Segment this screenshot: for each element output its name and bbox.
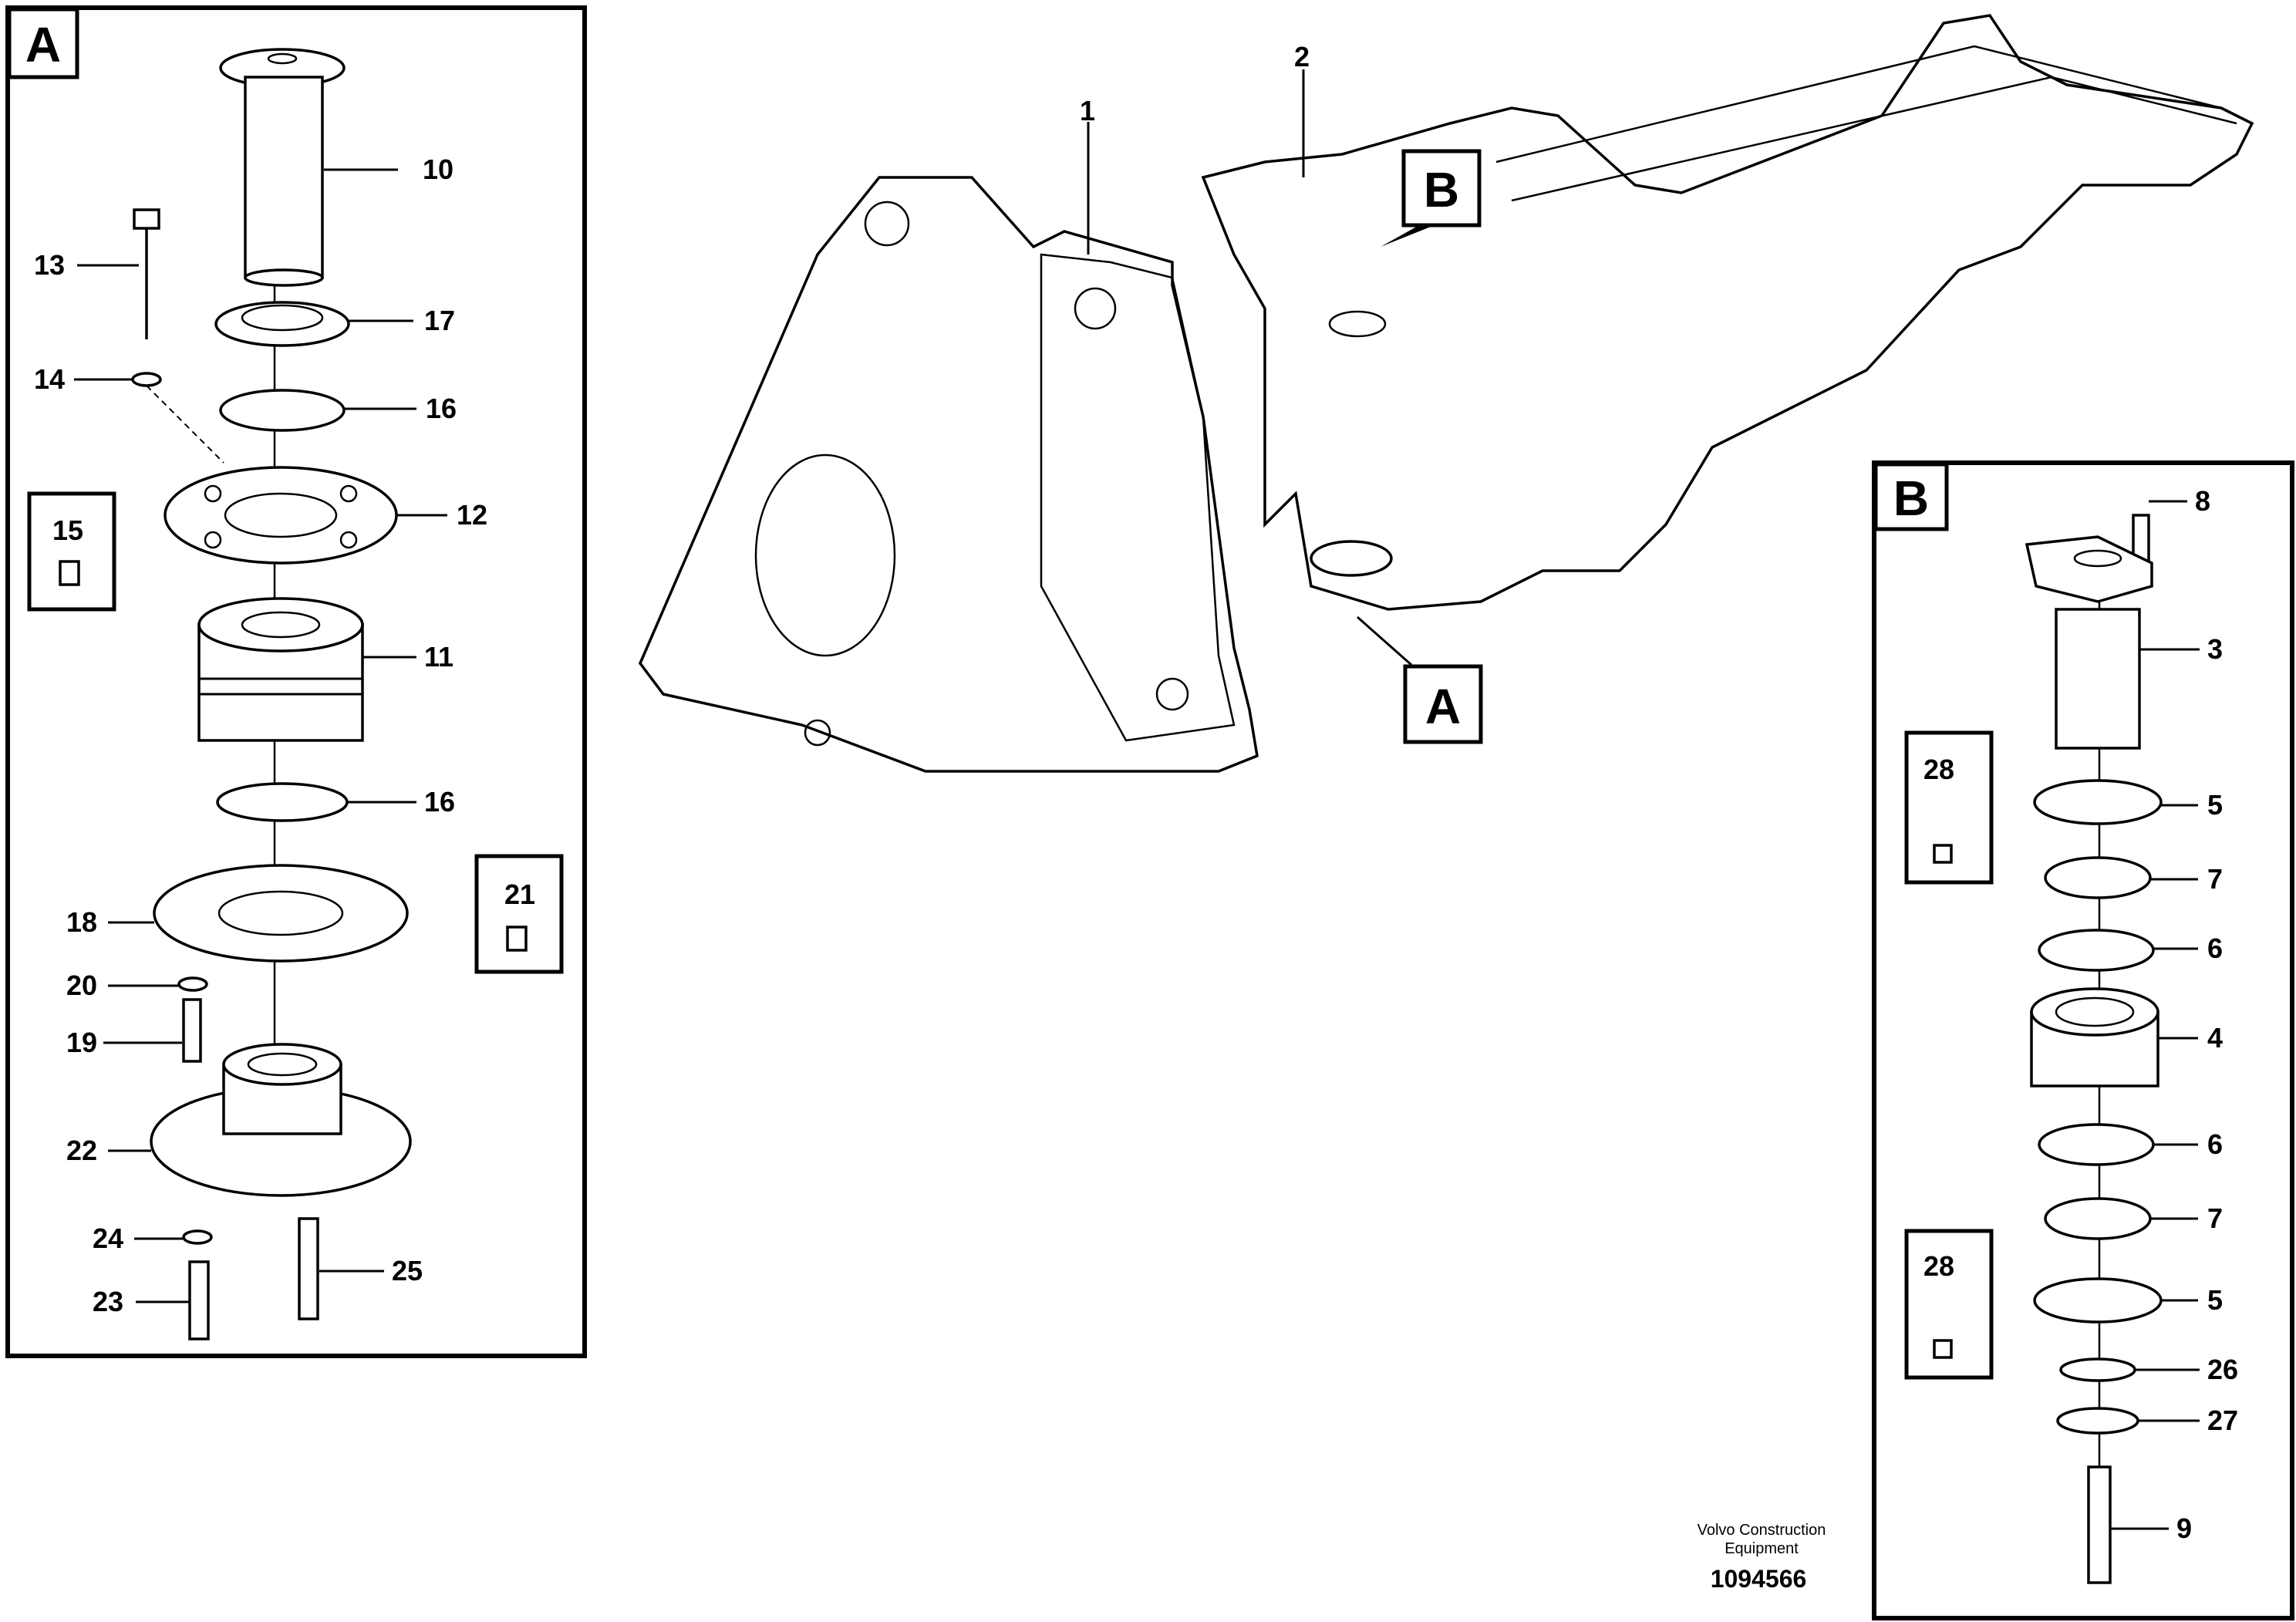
callout-28-upper: 28 xyxy=(1923,754,1954,785)
callout-2: 2 xyxy=(1294,41,1310,73)
cap-17-part xyxy=(214,301,350,347)
callout-11: 11 xyxy=(424,641,453,673)
callout-5-lower: 5 xyxy=(2207,1284,2223,1316)
callout-16-upper: 16 xyxy=(426,393,457,424)
callout-28-lower: 28 xyxy=(1923,1250,1954,1282)
detail-b-letter: B xyxy=(1893,470,1929,526)
ring-7-upper-part xyxy=(2044,856,2152,899)
marker-a-box xyxy=(1403,664,1483,744)
detail-a-letter: A xyxy=(25,17,61,73)
callout-26: 26 xyxy=(2207,1354,2238,1385)
ring-7-lower-part xyxy=(2044,1197,2152,1240)
callout-4: 4 xyxy=(2207,1022,2223,1054)
callout-13: 13 xyxy=(34,249,65,281)
callout-7-lower: 7 xyxy=(2207,1202,2223,1234)
callout-15: 15 xyxy=(52,514,83,546)
callout-17: 17 xyxy=(424,305,455,336)
detail-a-panel: A xyxy=(5,5,587,1358)
callout-19: 19 xyxy=(66,1027,97,1058)
callout-6-upper: 6 xyxy=(2207,932,2223,964)
drawing-number: 1094566 xyxy=(1711,1565,1807,1593)
brand-line-1: Volvo Construction xyxy=(1698,1522,1826,1539)
detail-b-panel: B xyxy=(1872,460,2294,1620)
callout-24: 24 xyxy=(93,1222,123,1254)
callout-12: 12 xyxy=(457,499,487,531)
ring-16-upper-part xyxy=(219,389,346,432)
callout-20: 20 xyxy=(66,969,97,1001)
bolt-19-part xyxy=(182,998,202,1063)
callout-6-lower: 6 xyxy=(2207,1128,2223,1160)
washer-20-part xyxy=(177,976,208,992)
brand-line-2: Equipment xyxy=(1725,1540,1799,1557)
callout-16-lower: 16 xyxy=(424,786,455,818)
callout-3: 3 xyxy=(2207,633,2223,665)
callout-22: 22 xyxy=(66,1135,97,1166)
plate-12-part xyxy=(164,466,398,565)
callout-10: 10 xyxy=(423,153,453,185)
snap-ring-6-lower-part xyxy=(2038,1123,2155,1166)
grease-nipple-9-part xyxy=(2087,1465,2112,1584)
callout-7-upper: 7 xyxy=(2207,863,2223,895)
ring-27-part xyxy=(2056,1407,2139,1435)
callout-25: 25 xyxy=(392,1255,423,1286)
callout-27: 27 xyxy=(2207,1404,2238,1436)
inset-15-box xyxy=(27,491,116,612)
callout-21: 21 xyxy=(504,878,535,910)
bolt-25-part xyxy=(298,1217,319,1320)
ring-16-lower-part xyxy=(216,782,349,822)
ring-5-lower-part xyxy=(2033,1277,2163,1324)
callout-9: 9 xyxy=(2176,1512,2192,1544)
bushing-11-part xyxy=(197,597,364,742)
hub-22-part xyxy=(150,1043,412,1197)
callout-8: 8 xyxy=(2195,485,2210,517)
pin-10-part xyxy=(219,48,346,287)
ring-26-part xyxy=(2059,1357,2136,1382)
footer-block: Volvo Construction Equipment 1094566 xyxy=(1698,1522,1826,1593)
washer-14-part xyxy=(131,372,162,387)
pin-3-part xyxy=(2025,535,2153,750)
ring-5-upper-part xyxy=(2033,779,2163,825)
main-frame-view: B A 1 2 xyxy=(638,14,2254,773)
front-frame-part xyxy=(638,176,1259,773)
snap-ring-6-upper-part xyxy=(2038,929,2155,972)
washer-24-part xyxy=(182,1229,213,1245)
marker-b-letter: B xyxy=(1424,162,1459,218)
callout-5-upper: 5 xyxy=(2207,789,2223,821)
bolt-23-part xyxy=(188,1260,210,1340)
callout-1: 1 xyxy=(1080,95,1095,126)
marker-b-box xyxy=(1401,149,1482,228)
inset-21-box xyxy=(474,854,564,974)
callout-23: 23 xyxy=(93,1286,123,1317)
flange-18-part xyxy=(153,864,409,963)
callout-18: 18 xyxy=(66,906,97,938)
bearing-4-part xyxy=(2030,987,2159,1088)
marker-a-letter: A xyxy=(1425,679,1461,734)
callout-14: 14 xyxy=(34,363,65,395)
